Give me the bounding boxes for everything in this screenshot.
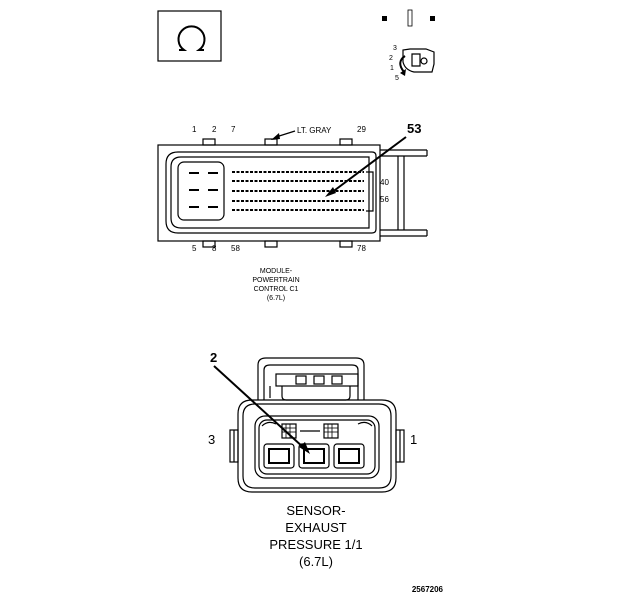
connector-name-line: CONTROL C1 (254, 286, 299, 293)
pin-label-bottom: 58 (231, 244, 240, 253)
sensor-connector-name: SENSOR- EXHAUST PRESSURE 1/1 (6.7L) (269, 503, 362, 569)
wire-color-callout (271, 130, 296, 140)
pin-label-bottom: 5 (192, 244, 197, 253)
pin-label-top: 7 (231, 125, 236, 134)
pin-label-top: 2 (212, 125, 217, 134)
pin-label-top: 29 (357, 125, 366, 134)
sensor-connector-body (229, 357, 405, 493)
pin-label-top: 1 (192, 125, 197, 134)
connector-name-line: (6.7L) (267, 295, 285, 302)
side-label-right: 1 (410, 432, 417, 447)
connector-name-line: PRESSURE 1/1 (269, 537, 362, 552)
pin-label-bottom: 78 (357, 244, 366, 253)
pcm-connector-body (157, 138, 428, 248)
key-pin-label: 3 (393, 45, 397, 52)
omega-symbol-icon (157, 10, 222, 62)
key-pin-label: 2 (389, 55, 393, 62)
connector-name-line: MODULE- (260, 268, 293, 275)
pin-53-pointer (325, 136, 407, 197)
pin-callout-53: 53 (407, 121, 421, 136)
side-pin-label: 40 (380, 178, 389, 187)
connector-name-line: POWERTRAIN (252, 277, 299, 284)
figure-number: 2567206 (412, 585, 444, 594)
wire-color-label: LT. GRAY (297, 126, 332, 135)
connector-name-line: EXHAUST (285, 520, 346, 535)
pin-label-bottom: 8 (212, 244, 217, 253)
pin-2-pointer (213, 365, 310, 454)
side-label-left: 3 (208, 432, 215, 447)
terminal-key-icon (382, 9, 435, 76)
pin-callout-2: 2 (210, 350, 217, 365)
connector-name-line: (6.7L) (299, 554, 333, 569)
side-pin-label: 56 (380, 195, 389, 204)
key-pin-label: 5 (395, 75, 399, 82)
pcm-connector-name: MODULE- POWERTRAIN CONTROL C1 (6.7L) (252, 268, 299, 302)
key-pin-label: 1 (390, 65, 394, 72)
connector-name-line: SENSOR- (286, 503, 345, 518)
